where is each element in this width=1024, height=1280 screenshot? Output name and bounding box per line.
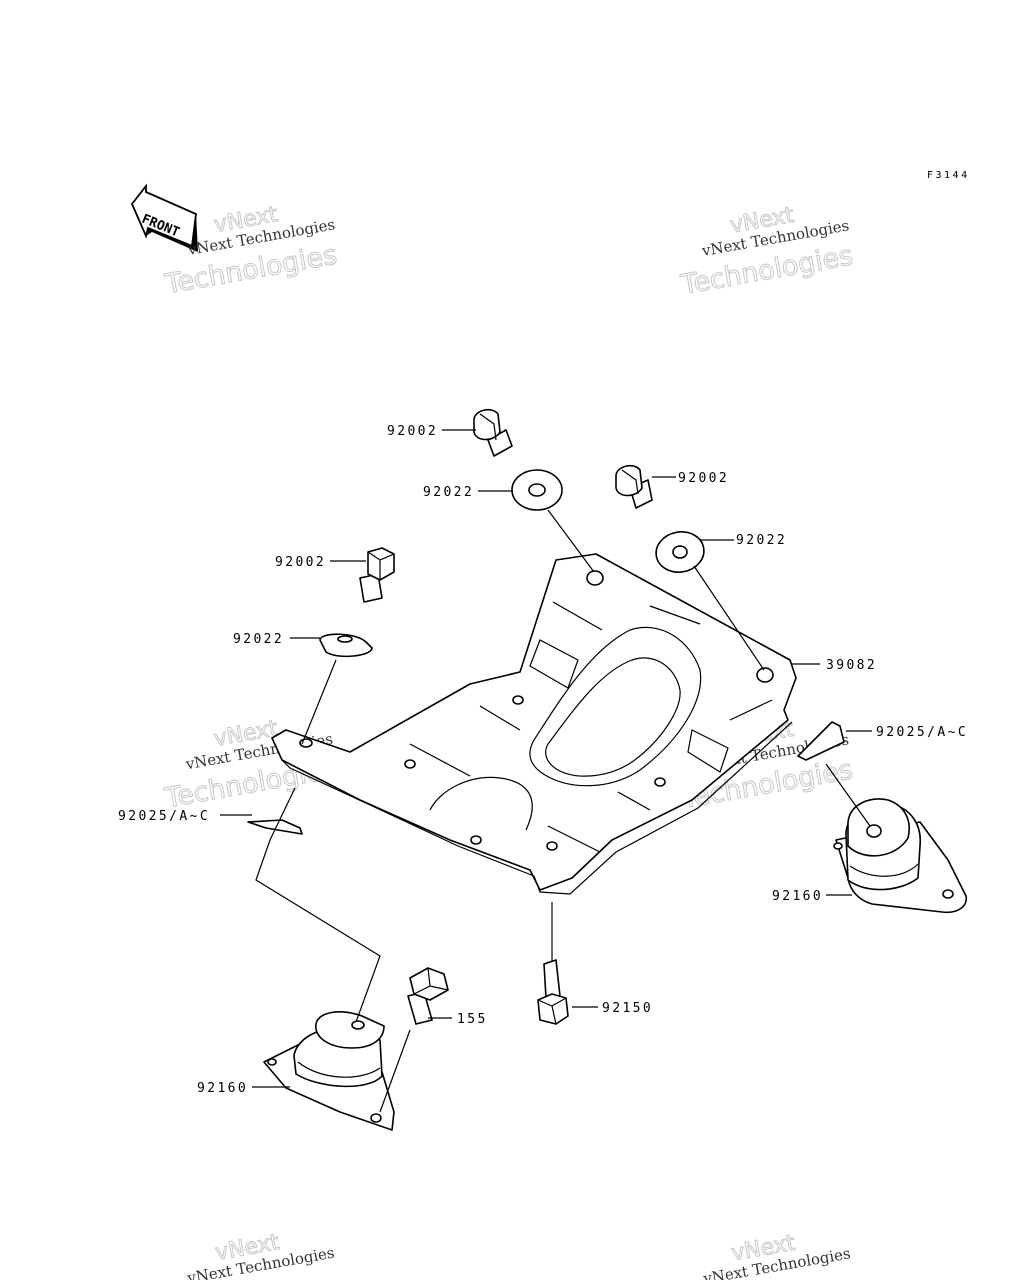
- bolt-155: [407, 967, 449, 1025]
- bolt-right: [615, 464, 653, 509]
- damper-left: [263, 1011, 395, 1131]
- leader-lines: [220, 429, 872, 1113]
- reference-code: F3144: [927, 170, 970, 181]
- bolt-left: [359, 547, 395, 603]
- bracket-plate: [271, 553, 797, 895]
- callout-39082: 39082: [826, 658, 877, 673]
- bolt-92150: [537, 959, 569, 1025]
- watermark-bottom-left: vNext vNext Technologies: [185, 1230, 336, 1280]
- washer-left: [319, 633, 373, 658]
- callout-92022-left: 92022: [233, 632, 284, 647]
- washer-top: [511, 469, 563, 511]
- bolt-top: [473, 408, 513, 457]
- callout-155: 155: [457, 1012, 488, 1027]
- damper-right: [833, 798, 967, 914]
- front-arrow-icon: FRONT: [130, 183, 198, 252]
- shim-left: [247, 819, 303, 835]
- watermark-bottom-right: vNext vNext Technologies: [701, 1230, 852, 1280]
- callout-92150: 92150: [602, 1001, 653, 1016]
- callout-92002-right: 92002: [678, 471, 729, 486]
- shim-right: [797, 721, 845, 761]
- callout-92002-left: 92002: [275, 555, 326, 570]
- watermark-top-right: vNext vNext Technologies Technologies: [678, 202, 856, 301]
- callout-92160-right: 92160: [772, 889, 823, 904]
- callout-92022-right: 92022: [736, 533, 787, 548]
- callout-92025-left: 92025/A~C: [118, 809, 210, 824]
- callout-92025-right: 92025/A~C: [876, 725, 968, 740]
- callout-92022-top: 92022: [423, 485, 474, 500]
- callout-92160-left: 92160: [197, 1081, 248, 1096]
- washer-right: [655, 531, 705, 573]
- callout-92002-top: 92002: [387, 424, 438, 439]
